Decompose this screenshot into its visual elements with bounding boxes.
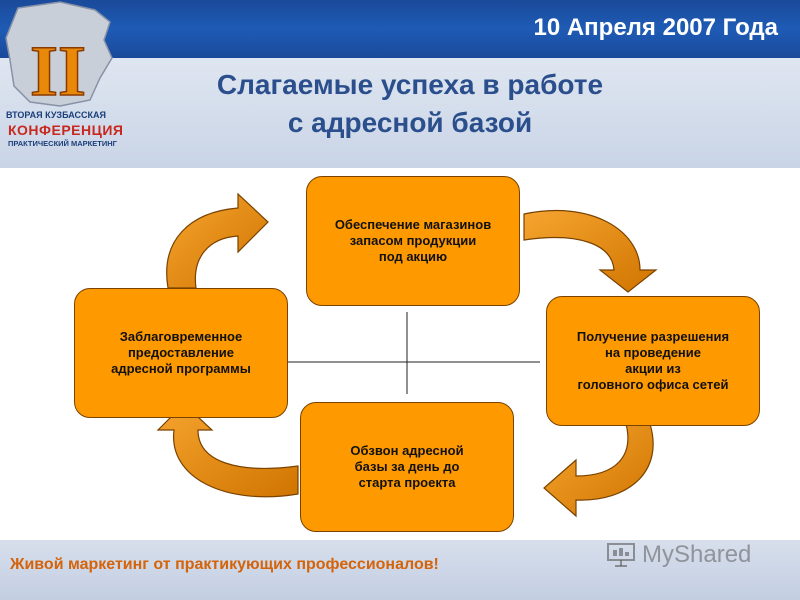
slide-title-line2: с адресной базой (287, 107, 533, 138)
conference-logo: II ВТОРАЯ КУЗБАССКАЯ КОНФЕРЕНЦИЯ ПРАКТИЧ… (0, 0, 130, 165)
header-bar (0, 0, 800, 58)
cycle-step-right: Получение разрешения на проведение акции… (546, 296, 760, 426)
watermark-text: MyShared (642, 541, 752, 568)
title-band (0, 58, 800, 168)
logo-line1: ВТОРАЯ КУЗБАССКАЯ (6, 110, 106, 120)
curved-arrow-top-right (523, 209, 658, 293)
presentation-board-icon (607, 543, 635, 567)
logo-numeral: II (30, 31, 86, 111)
cycle-step-bottom: Обзвон адресной базы за день до старта п… (300, 402, 514, 532)
region-map-icon: II (5, 1, 113, 112)
curved-arrow-bottom-right (543, 423, 654, 518)
slide-date: 10 Апреля 2007 Года (533, 14, 778, 41)
cycle-step-top: Обеспечение магазинов запасом продукции … (306, 176, 520, 306)
footer-slogan: Живой маркетинг от практикующих професси… (10, 556, 439, 573)
logo-line3: ПРАКТИЧЕСКИЙ МАРКЕТИНГ (8, 139, 117, 148)
cycle-step-left: Заблаговременное предоставление адресной… (74, 288, 288, 418)
logo-line2: КОНФЕРЕНЦИЯ (8, 122, 124, 138)
footer-bar (0, 540, 800, 600)
slide-title: Слагаемые успеха в работе с адресной баз… (140, 66, 680, 142)
curved-arrow-top-left (166, 192, 269, 289)
slide-title-line1: Слагаемые успеха в работе (216, 69, 604, 100)
watermark: MyShared (606, 538, 766, 572)
